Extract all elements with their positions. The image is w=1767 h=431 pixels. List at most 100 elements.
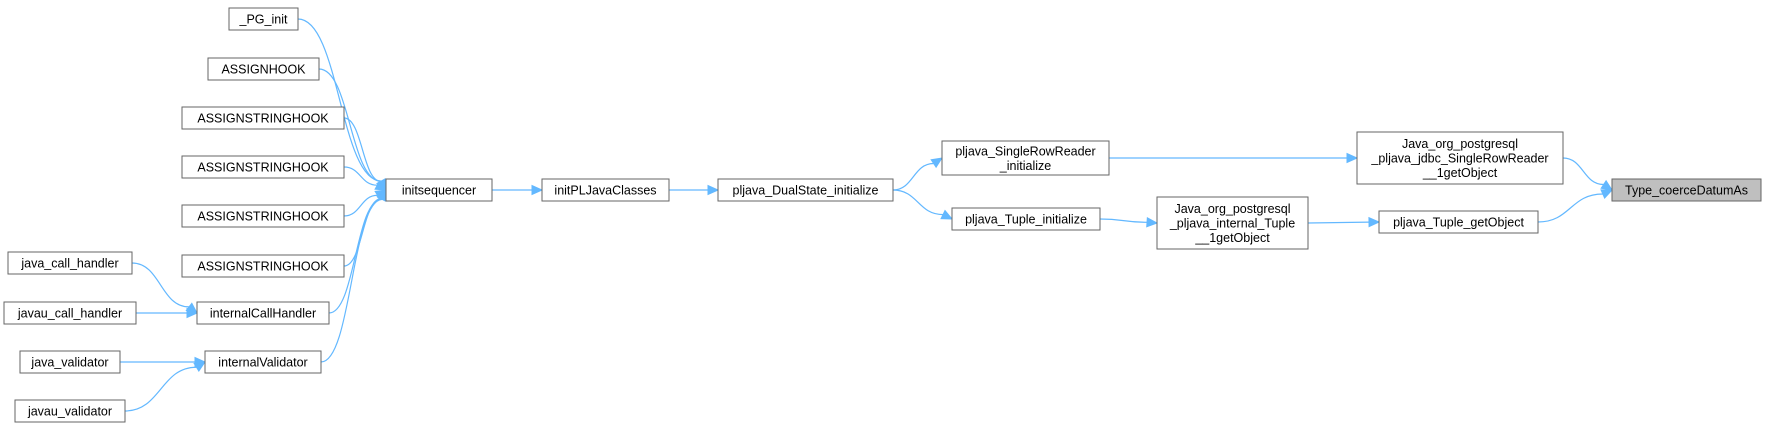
node-label: java_validator xyxy=(30,356,108,370)
node-box xyxy=(941,140,1110,176)
node-jdbc-singlerowreader-getobject[interactable]: Java_org_postgresql_pljava_jdbc_SingleRo… xyxy=(1356,131,1564,185)
node-assignstringhook-4[interactable]: ASSIGNSTRINGHOOK xyxy=(181,254,345,278)
node-label: _PG_init xyxy=(239,13,288,27)
node-box xyxy=(1356,131,1564,185)
edge-line xyxy=(343,117,382,182)
edge-line xyxy=(892,189,944,216)
edge-dualstate_initialize-to-tuple_initialize xyxy=(892,189,954,220)
arrowhead xyxy=(707,184,720,196)
node-singlerowreader-initialize[interactable]: pljava_SingleRowReader_initialize xyxy=(941,140,1110,176)
node-label: internalValidator xyxy=(218,356,307,370)
node-java-validator[interactable]: java_validator xyxy=(19,350,121,374)
node-pg-init[interactable]: _PG_init xyxy=(228,7,299,31)
edge-initsequencer-to-initpljavaclasses xyxy=(492,184,544,196)
node-label: initPLJavaClasses xyxy=(554,184,656,198)
node-label: Type_coerceDatumAs xyxy=(1625,184,1748,198)
node-box xyxy=(181,155,345,179)
edge-java_validator-to-internalvalidator xyxy=(120,356,207,368)
node-assignstringhook-3[interactable]: ASSIGNSTRINGHOOK xyxy=(181,204,345,228)
arrowhead xyxy=(186,307,199,319)
node-javau-validator[interactable]: javau_validator xyxy=(14,399,126,423)
node-javau-call-handler[interactable]: javau_call_handler xyxy=(3,301,137,325)
node-internal-tuple-getobject[interactable]: Java_org_postgresql_pljava_internal_Tupl… xyxy=(1156,196,1309,250)
node-box xyxy=(1378,210,1539,234)
arrowhead xyxy=(940,209,954,220)
node-box xyxy=(951,207,1101,231)
node-label: ASSIGNSTRINGHOOK xyxy=(197,161,329,175)
node-label: pljava_SingleRowReader xyxy=(955,144,1095,158)
node-assignstringhook-2[interactable]: ASSIGNSTRINGHOOK xyxy=(181,155,345,179)
node-assignhook[interactable]: ASSIGNHOOK xyxy=(207,57,320,81)
edge-tuple_initialize-to-internal_tuple_getobject xyxy=(1099,217,1159,228)
arrowhead xyxy=(531,184,544,196)
node-java-call-handler[interactable]: java_call_handler xyxy=(7,251,133,275)
edge-internal_tuple_getobject-to-tuple_getobject xyxy=(1307,216,1381,228)
node-box xyxy=(385,178,493,202)
edge-line xyxy=(1537,193,1603,223)
node-internalvalidator[interactable]: internalValidator xyxy=(204,350,322,374)
node-tuple-initialize[interactable]: pljava_Tuple_initialize xyxy=(951,207,1101,231)
node-label: __1getObject xyxy=(1194,231,1270,245)
node-label: Java_org_postgresql xyxy=(1402,137,1518,151)
node-label: pljava_Tuple_getObject xyxy=(1393,216,1524,230)
node-box xyxy=(181,204,345,228)
node-label: ASSIGNHOOK xyxy=(221,63,306,77)
node-box xyxy=(541,178,670,202)
arrowhead xyxy=(193,361,207,372)
node-box xyxy=(204,350,322,374)
arrowhead xyxy=(1146,217,1159,228)
edge-initpljavaclasses-to-dualstate_initialize xyxy=(669,184,720,196)
arrowhead xyxy=(1346,152,1359,164)
node-internalcallhandler[interactable]: internalCallHandler xyxy=(196,301,330,325)
node-label: java_call_handler xyxy=(20,257,118,271)
arrowhead xyxy=(1600,189,1614,200)
node-dualstate-initialize[interactable]: pljava_DualState_initialize xyxy=(717,178,894,202)
node-type-coercedatumas[interactable]: Type_coerceDatumAs xyxy=(1611,178,1762,202)
edge-line xyxy=(320,198,383,363)
node-label: javau_validator xyxy=(27,405,112,419)
node-assignstringhook-1[interactable]: ASSIGNSTRINGHOOK xyxy=(181,106,345,130)
node-label: pljava_DualState_initialize xyxy=(733,184,879,198)
node-initpljavaclasses[interactable]: initPLJavaClasses xyxy=(541,178,670,202)
node-box xyxy=(19,350,121,374)
edge-line xyxy=(1307,221,1370,224)
edges-layer xyxy=(120,18,1614,412)
node-box xyxy=(181,106,345,130)
edge-line xyxy=(124,366,197,412)
edge-tuple_getobject-to-type_coercedatumas xyxy=(1537,189,1614,223)
node-tuple-getobject[interactable]: pljava_Tuple_getObject xyxy=(1378,210,1539,234)
node-box xyxy=(14,399,126,423)
arrowhead xyxy=(1600,179,1614,191)
node-box xyxy=(3,301,137,325)
edge-assignstringhook_1-to-initsequencer xyxy=(343,117,387,192)
edge-line xyxy=(1099,218,1148,223)
node-box xyxy=(1156,196,1309,250)
node-label: ASSIGNSTRINGHOOK xyxy=(197,210,329,224)
node-label: internalCallHandler xyxy=(210,307,316,321)
node-box xyxy=(228,7,299,31)
node-box xyxy=(1611,178,1762,202)
node-label: _initialize xyxy=(999,159,1051,173)
edge-line xyxy=(343,194,378,217)
node-label: ASSIGNSTRINGHOOK xyxy=(197,260,329,274)
edge-dualstate_initialize-to-singlerowreader_initialize xyxy=(892,157,944,191)
node-box xyxy=(207,57,320,81)
arrowhead xyxy=(1368,216,1381,228)
edge-assignstringhook_2-to-initsequencer xyxy=(343,166,388,191)
edge-line xyxy=(343,166,378,186)
node-label: javau_call_handler xyxy=(17,307,122,321)
edge-javau_call_handler-to-internalcallhandler xyxy=(136,307,199,319)
node-box xyxy=(196,301,330,325)
edge-line xyxy=(892,162,934,191)
edge-line xyxy=(1562,157,1604,186)
edge-javau_validator-to-internalvalidator xyxy=(124,361,207,412)
node-initsequencer[interactable]: initsequencer xyxy=(385,178,493,202)
edge-line xyxy=(131,262,190,308)
edge-line xyxy=(318,68,382,182)
node-label: _pljava_jdbc_SingleRowReader xyxy=(1370,152,1548,166)
edge-singlerowreader_initialize-to-jdbc_singlerowreader_getobject xyxy=(1109,152,1359,164)
edge-assignstringhook_3-to-initsequencer xyxy=(343,189,388,217)
node-box xyxy=(7,251,133,275)
